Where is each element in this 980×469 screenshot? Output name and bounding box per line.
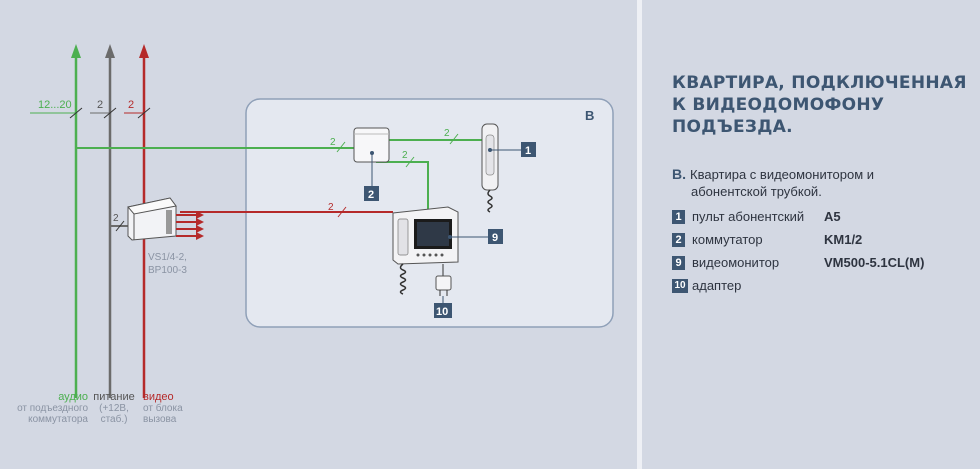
- power-count: 2: [97, 99, 103, 111]
- legend-label: видеомонитор: [692, 255, 780, 270]
- switch-to-monitor: [376, 161, 429, 212]
- splitter-output-arrows: [176, 211, 204, 240]
- legend-badge: 10: [672, 279, 688, 293]
- wire-count-audio: 2: [330, 137, 336, 148]
- badge-handset: 1: [525, 145, 531, 157]
- legend-label: адаптер: [692, 278, 742, 293]
- audio-sub1: от подъездного: [17, 403, 88, 414]
- badge-monitor-bg: [488, 229, 503, 244]
- video-title: видео: [143, 391, 174, 403]
- title-line-2: К ВИДЕОДОМОФОНУ: [672, 95, 885, 115]
- legend-badge: 2: [672, 233, 685, 247]
- legend-model: KM1/2: [824, 232, 863, 247]
- video-count: 2: [128, 99, 134, 111]
- splitter-device: [127, 197, 177, 241]
- legend-badge: 9: [672, 256, 685, 270]
- zone-letter: B: [585, 108, 594, 123]
- power-sub1: (+12В,: [99, 403, 129, 414]
- sub-line-1: Квартира с видеомонитором и: [690, 167, 875, 182]
- subheading: B. Квартира с видеомонитором и абонентско…: [672, 166, 874, 200]
- slash-audio: [336, 141, 346, 153]
- legend-panel: КВАРТИРА, ПОДКЛЮЧЕННАЯ К ВИДЕОДОМОФОНУ П…: [642, 0, 980, 469]
- adapter-device: [435, 264, 452, 296]
- panel-divider: [637, 0, 642, 469]
- wire-count-video: 2: [328, 202, 334, 213]
- slash-handset: [449, 133, 459, 145]
- sub-letter: B.: [672, 166, 686, 182]
- wire-count-power: 2: [113, 213, 119, 224]
- power-bus-arrow: [105, 44, 115, 58]
- wire-count-handset: 2: [444, 128, 450, 139]
- audio-count: 12...20: [38, 99, 72, 111]
- audio-title: аудио: [58, 391, 88, 403]
- badge-adapter-bg: [434, 303, 452, 318]
- video-sub2: вызова: [143, 414, 177, 425]
- legend-label: пульт абонентский: [692, 209, 805, 224]
- page-title: КВАРТИРА, ПОДКЛЮЧЕННАЯ К ВИДЕОДОМОФОНУ П…: [672, 72, 972, 138]
- slash-video: [337, 206, 347, 218]
- video-bus-arrow: [139, 44, 149, 58]
- slash-power: [115, 220, 125, 232]
- wire-count-monitor: 2: [402, 150, 408, 161]
- slash-monitor: [405, 156, 415, 168]
- legend-model: VM500-5.1CL(M): [824, 255, 925, 270]
- badge-switch-bg: [364, 186, 379, 201]
- handset-device: [481, 123, 499, 213]
- legend-badge: 1: [672, 210, 685, 224]
- power-title: питание: [93, 391, 134, 403]
- badge-switch: 2: [368, 189, 374, 201]
- wiring-diagram: B 12...20 2 2 2 2 2 2 2 VS1/4-2, BP100-3: [17, 44, 614, 425]
- title-line-3: ПОДЪЕЗДА.: [672, 117, 793, 137]
- switch-device: [353, 127, 390, 163]
- legend-model: A5: [824, 209, 841, 224]
- sub-line-2: абонентской трубкой.: [691, 184, 822, 199]
- legend-label: коммутатор: [692, 232, 763, 247]
- bus-slashes: [69, 107, 151, 119]
- power-sub2: стаб.): [101, 413, 128, 425]
- badge-adapter: 10: [436, 306, 448, 318]
- device-label-line1: VS1/4-2,: [148, 252, 187, 263]
- audio-sub2: коммутатора: [28, 414, 88, 425]
- badge-monitor: 9: [492, 232, 498, 244]
- monitor-device: [392, 206, 459, 295]
- device-label-line2: BP100-3: [148, 265, 187, 276]
- badge-handset-bg: [521, 142, 536, 157]
- video-sub1: от блока: [143, 402, 183, 414]
- title-line-1: КВАРТИРА, ПОДКЛЮЧЕННАЯ: [672, 73, 967, 93]
- audio-bus-arrow: [71, 44, 81, 58]
